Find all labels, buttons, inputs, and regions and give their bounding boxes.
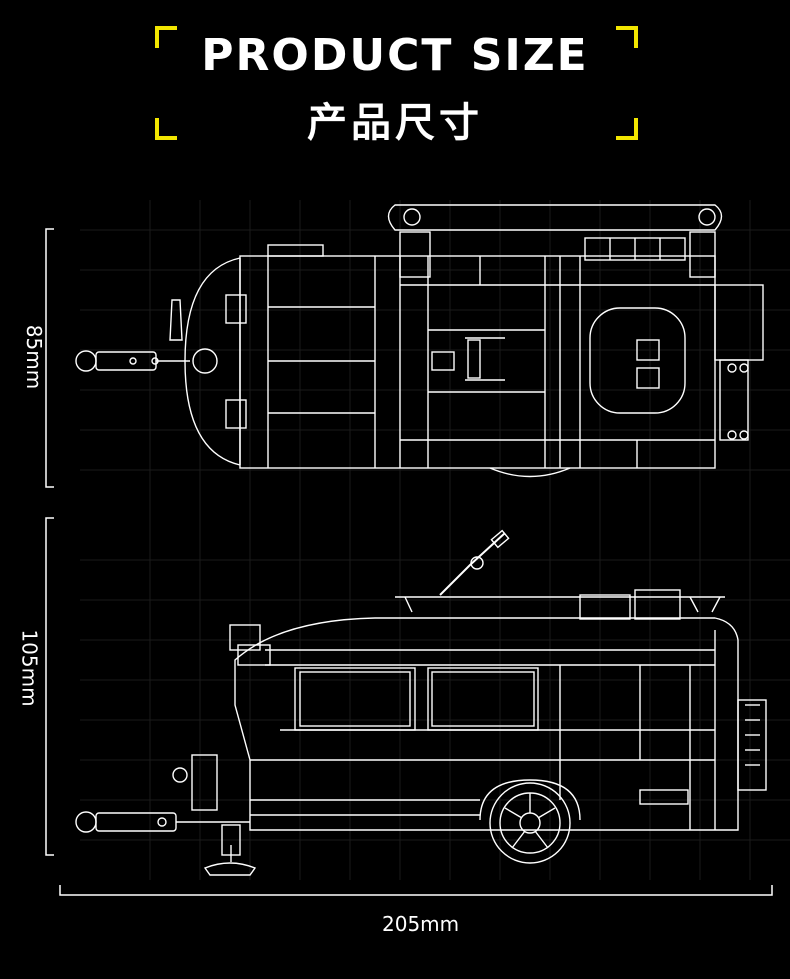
- bracket-bottom-right: [616, 118, 638, 140]
- bracket-top-left: [155, 26, 177, 48]
- title-english: PRODUCT SIZE: [201, 30, 589, 81]
- top-view-height-line: [45, 228, 54, 488]
- side-view-height-line: [45, 517, 54, 856]
- length-label: 205mm: [382, 912, 460, 936]
- side-view-height-label: 105mm: [17, 629, 42, 707]
- length-line: [59, 885, 773, 896]
- top-view-height-label: 85mm: [22, 324, 47, 390]
- top-view-diagram: [75, 204, 764, 478]
- bracket-top-right: [616, 26, 638, 48]
- title-chinese: 产品尺寸: [307, 100, 483, 146]
- bracket-bottom-left: [155, 118, 177, 140]
- dimension-lines: [45, 228, 773, 896]
- side-view-diagram: [75, 529, 767, 876]
